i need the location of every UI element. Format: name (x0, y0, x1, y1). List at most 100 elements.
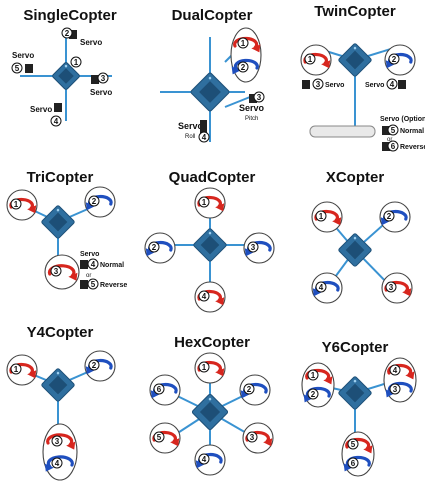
motor-number-badge (61, 27, 73, 39)
board-chip (200, 235, 220, 255)
motor-number-badge (97, 72, 109, 84)
motor-number-badge (386, 78, 398, 90)
rotation-arrow-ccw (305, 386, 331, 399)
direction-label: Normal (100, 262, 124, 269)
motor-number: 2 (387, 212, 392, 221)
flight-controller-board (191, 393, 229, 431)
motor-number-badge (307, 369, 319, 381)
servo-label: Servo (80, 251, 99, 258)
motor-number-badge (247, 241, 259, 253)
motor-number: 2 (92, 197, 97, 206)
arrow-head-icon (66, 441, 76, 450)
rotation-arrow-cw (387, 363, 413, 376)
motor-number-badge (385, 281, 397, 293)
motor-number: 3 (55, 437, 60, 446)
arrow-head-icon (215, 297, 225, 306)
motor-number: 1 (308, 55, 313, 64)
board-chip (48, 375, 68, 395)
arrow-head-icon (68, 272, 78, 281)
flight-controller-board (41, 368, 75, 402)
motor-number: 3 (251, 243, 256, 252)
title-tricopter: TriCopter (26, 169, 94, 186)
title-singlecopter: SingleCopter (23, 7, 117, 24)
or-label: or (86, 273, 91, 279)
motor-number-badge (389, 364, 401, 376)
motor-number-badge (347, 457, 359, 469)
propeller-circle (42, 423, 78, 481)
propeller-circle (194, 281, 226, 313)
motor-number-badge (315, 210, 327, 222)
propeller-circle (230, 27, 262, 83)
motor-number: 5 (391, 126, 396, 135)
servo-label: Servo (Optional) (380, 116, 425, 123)
arrow-head-icon (385, 60, 395, 69)
motor-number: 3 (250, 433, 255, 442)
rotation-arrow-cw (305, 368, 331, 381)
motor-number: 3 (101, 74, 106, 83)
motor-number: 5 (157, 433, 162, 442)
rotation-arrow-ccw (345, 455, 371, 468)
servo-block (398, 80, 406, 89)
motor-number: 4 (54, 117, 59, 126)
board-led (353, 46, 357, 50)
motor-number-badge (153, 383, 165, 395)
board-led (64, 64, 68, 68)
arrow-head-icon (145, 248, 155, 257)
motor-number-badge (246, 431, 258, 443)
axis-label: Roll (185, 134, 195, 140)
motor-number: 3 (257, 93, 262, 102)
title-twincopter: TwinCopter (314, 3, 396, 20)
arrow-head-icon (321, 60, 331, 69)
servo-block (382, 126, 390, 135)
flight-controller-board (41, 205, 75, 239)
arrow-head-icon (251, 44, 261, 53)
motor-number: 1 (14, 365, 19, 374)
rotation-arrow-ccw (233, 58, 259, 71)
diagram-hexcopter: 1 6 2 5 3 4 (149, 352, 274, 476)
servo-block (200, 120, 207, 135)
title-quadcopter: QuadCopter (168, 169, 256, 186)
propeller-circle (242, 422, 274, 454)
motor-number: 1 (241, 39, 246, 48)
motor-number: 4 (202, 455, 207, 464)
motor-number: 3 (54, 267, 59, 276)
servo-label: Servo (178, 121, 204, 131)
motor-number-badge (50, 115, 62, 127)
motor-number-badge (11, 62, 23, 74)
flight-controller-board (338, 376, 372, 410)
arrow-head-icon (240, 390, 250, 399)
servo-label: Servo (239, 103, 265, 113)
motor-number-badge (10, 363, 22, 375)
rotation-arrow-ccw (46, 455, 74, 469)
coaxial-motor-pair: 12 (301, 362, 335, 408)
title-dualcopter: DualCopter (171, 7, 253, 24)
board-led (353, 379, 357, 383)
motor-number: 3 (316, 80, 321, 89)
servo-label: Servo (80, 38, 102, 47)
board-led (353, 236, 357, 240)
servo-block (80, 280, 88, 289)
board-led (56, 208, 60, 212)
propeller-circle (6, 189, 38, 221)
servo-block (91, 75, 99, 84)
motor-number: 4 (390, 80, 395, 89)
servo-block (80, 260, 88, 269)
propeller-circle (311, 201, 343, 233)
motor-number: 4 (91, 260, 96, 269)
motor-number-badge (88, 359, 100, 371)
arrow-head-icon (244, 248, 254, 257)
motor-number: 1 (74, 58, 79, 67)
propeller-circle (149, 422, 181, 454)
arrow-head-icon (402, 288, 412, 297)
motor-number: 2 (247, 385, 252, 394)
motor-number-badge (312, 78, 324, 90)
arrow-head-icon (323, 376, 333, 385)
motor-number: 6 (157, 385, 162, 394)
motor-number-badge (388, 53, 400, 65)
motor-number: 2 (392, 55, 397, 64)
motor-number-badge (51, 457, 63, 469)
motor-number: 1 (202, 363, 207, 372)
motor-number: 2 (92, 361, 97, 370)
